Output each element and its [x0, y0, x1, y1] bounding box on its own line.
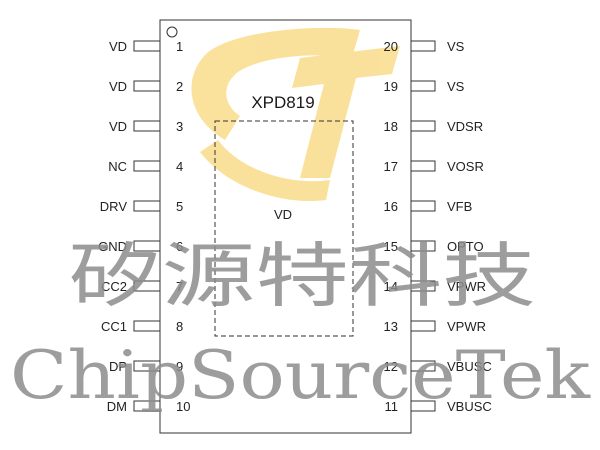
pin1-marker — [166, 26, 178, 38]
pin-lead — [410, 200, 436, 212]
pin-number: 17 — [384, 159, 398, 174]
logo-watermark — [191, 27, 400, 202]
pin-number: 12 — [384, 359, 398, 374]
pin-number: 8 — [176, 319, 183, 334]
pin-name: CC2 — [101, 279, 127, 294]
pin-lead — [133, 320, 161, 332]
watermark-chinese: 矽源特科技 — [68, 235, 536, 317]
pin-name: VBUSC — [447, 359, 492, 374]
chip-part-number: XPD819 — [251, 93, 314, 112]
pin-number: 3 — [176, 119, 183, 134]
chip-body — [159, 19, 412, 434]
pin-name: DP — [109, 359, 127, 374]
pin-number: 15 — [384, 239, 398, 254]
exposed-pad — [214, 120, 354, 337]
pin-name: OPTO — [447, 239, 484, 254]
pin-lead — [410, 240, 436, 252]
pin-left: GND 6 — [98, 239, 183, 254]
pin-name: DRV — [100, 199, 128, 214]
pin-lead — [133, 240, 161, 252]
pin-name: DM — [107, 399, 127, 414]
pin-name: VDSR — [447, 119, 483, 134]
pin-left: VD 2 — [109, 79, 183, 94]
pin-name: VPWR — [447, 279, 486, 294]
pin-right: 16 VFB — [384, 199, 473, 214]
pin-lead — [410, 80, 436, 92]
pin-number: 5 — [176, 199, 183, 214]
pin-right: 11 VBUSC — [385, 399, 492, 414]
pin-right: 12 VBUSC — [384, 359, 492, 374]
pin-right: 14 VPWR — [384, 279, 486, 294]
pin-lead — [410, 160, 436, 172]
pin-name: VS — [447, 79, 465, 94]
pin-name: VD — [109, 39, 127, 54]
pin-name: VD — [109, 79, 127, 94]
pin-number: 1 — [176, 39, 183, 54]
pin-number: 13 — [384, 319, 398, 334]
pin-lead — [410, 400, 436, 412]
pin-name: VFB — [447, 199, 472, 214]
pin-name: VOSR — [447, 159, 484, 174]
watermark-english: ChipSourceTek — [10, 337, 591, 414]
pin-lead — [410, 360, 436, 372]
pin-name: NC — [108, 159, 127, 174]
pin-right: 18 VDSR — [384, 119, 484, 134]
pin-lead — [410, 120, 436, 132]
pin-number: 6 — [176, 239, 183, 254]
pin-number: 10 — [176, 399, 190, 414]
pin-right: 19 VS — [384, 79, 465, 94]
pin-right: 15 OPTO — [384, 239, 484, 254]
pin-name: GND — [98, 239, 127, 254]
pin-lead — [133, 360, 161, 372]
pin-left: DP 9 — [109, 359, 183, 374]
pin-number: 11 — [385, 399, 399, 414]
pin-name: CC1 — [101, 319, 127, 334]
pin-right: 20 VS — [384, 39, 465, 54]
pin-left: NC 4 — [108, 159, 183, 174]
exposed-pad-label: VD — [274, 207, 292, 222]
pin-number: 7 — [176, 279, 183, 294]
pin-left: CC1 8 — [101, 319, 183, 334]
pin-left: CC2 7 — [101, 279, 183, 294]
pin-left: VD 3 — [109, 119, 183, 134]
pin-number: 9 — [176, 359, 183, 374]
pin-lead — [133, 400, 161, 412]
pin-number: 20 — [384, 39, 398, 54]
pin-lead — [133, 280, 161, 292]
pin-number: 2 — [176, 79, 183, 94]
pin-right: 13 VPWR — [384, 319, 486, 334]
pin-right: 17 VOSR — [384, 159, 484, 174]
pin-left: VD 1 — [109, 39, 183, 54]
pin-number: 14 — [384, 279, 398, 294]
pin-name: VBUSC — [447, 399, 492, 414]
pin-number: 4 — [176, 159, 183, 174]
pin-number: 16 — [384, 199, 398, 214]
pin-lead — [410, 320, 436, 332]
pin-number: 18 — [384, 119, 398, 134]
pin-name: VS — [447, 39, 465, 54]
pin-lead — [410, 40, 436, 52]
pin-lead — [133, 160, 161, 172]
pin-lead — [410, 280, 436, 292]
pin-lead — [133, 120, 161, 132]
pin-name: VPWR — [447, 319, 486, 334]
pin-lead — [133, 200, 161, 212]
pin-name: VD — [109, 119, 127, 134]
pin-lead — [133, 80, 161, 92]
pin-number: 19 — [384, 79, 398, 94]
pin-lead — [133, 40, 161, 52]
pin-left: DM 10 — [107, 399, 191, 414]
pin-left: DRV 5 — [100, 199, 183, 214]
